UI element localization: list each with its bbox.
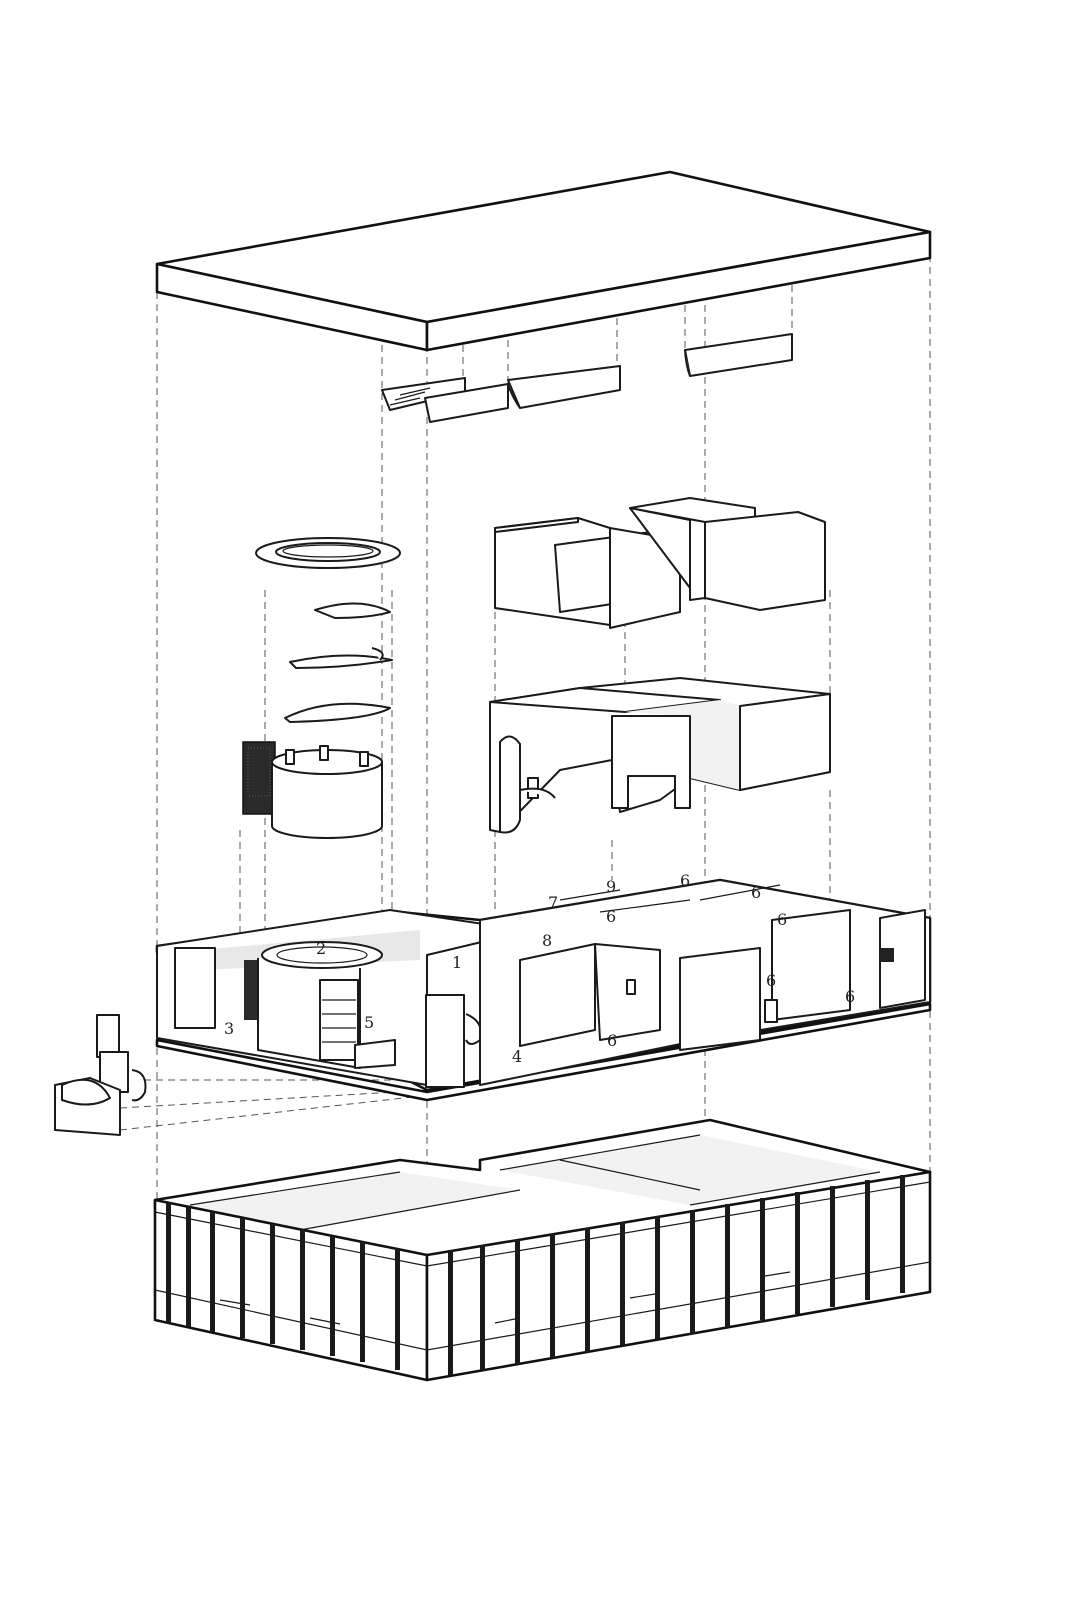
room-label-8: 8 [542,931,552,950]
room-label-5: 5 [364,1013,374,1032]
skylight-scoops [381,333,793,423]
left-facade-mullions [166,1203,400,1370]
floor-plan-level [155,878,932,1102]
interior-partition-walls [489,677,831,834]
room-label-6f: 6 [845,987,855,1006]
facade-envelope [153,1118,932,1382]
room-label-6b: 6 [751,883,761,902]
room-label-4: 4 [512,1047,522,1066]
room-label-6g: 6 [607,1031,617,1050]
stair-detail [54,1014,147,1136]
room-labels: 1 2 3 4 5 6 6 6 6 6 6 6 7 8 9 [224,871,855,1066]
room-label-7: 7 [548,893,558,912]
room-label-6c: 6 [606,907,616,926]
spiral-stair-drum [242,537,401,839]
room-label-6e: 6 [766,971,776,990]
room-label-6a: 6 [680,871,690,890]
room-label-3: 3 [224,1019,234,1038]
room-label-2: 2 [316,939,326,958]
upper-room-volumes [494,497,826,629]
roof-slab [155,170,932,352]
room-label-1: 1 [452,953,462,972]
right-facade-mullions [448,1175,905,1375]
room-label-6d: 6 [777,910,787,929]
room-label-9: 9 [606,877,616,896]
